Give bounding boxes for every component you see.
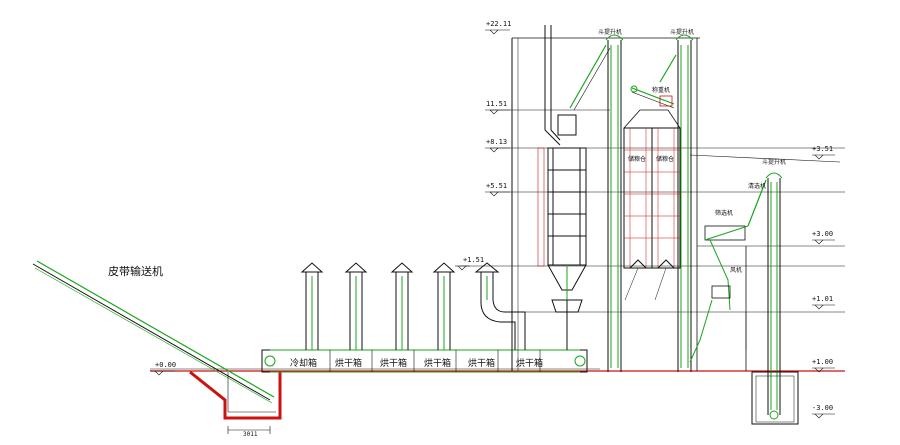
dryer-label-4: 烘干箱 — [468, 357, 495, 369]
elevator-3-label: 斗提升机 — [762, 158, 786, 166]
elev-right-4: +1.00 — [812, 358, 833, 366]
conveyor-label: 皮带输送机 — [108, 264, 163, 278]
elevator-2-label: 斗提升机 — [670, 28, 694, 36]
feeding-pit — [189, 370, 282, 434]
bin-a-label: 储粮仓 — [628, 155, 646, 163]
elev-right-3: +1.01 — [812, 295, 833, 303]
dryer-box-row — [261, 349, 588, 373]
top-conveyor — [630, 85, 675, 109]
elev-1: 11.51 — [486, 100, 507, 108]
elev-ground: +0.00 — [155, 361, 176, 369]
dryer-label-1: 烘干箱 — [335, 357, 362, 369]
elev-4: +1.51 — [463, 256, 484, 264]
exhaust-stacks — [300, 262, 526, 350]
pit-dimension: 3011 — [243, 431, 258, 438]
fan-label: 风机 — [730, 266, 742, 274]
bucket-elevator-3 — [747, 172, 799, 425]
dryer-label-5: 烘干箱 — [516, 357, 543, 369]
dryer-tower — [537, 25, 587, 350]
cleaner-label: 清选机 — [748, 182, 766, 190]
dryer-label-2: 烘干箱 — [380, 357, 407, 369]
elev-right-5: -3.00 — [812, 404, 833, 412]
cooler-label: 冷却箱 — [290, 357, 317, 369]
elevation-markers — [150, 29, 835, 419]
elev-right-2: +3.00 — [812, 230, 833, 238]
elev-top: +22.11 — [486, 20, 511, 28]
elev-2: +8.13 — [486, 138, 507, 146]
elevator-1-label: 斗提升机 — [598, 28, 622, 36]
bucket-elevator-1 — [569, 34, 624, 372]
belt-conveyor — [32, 260, 275, 404]
dryer-label-3: 烘干箱 — [424, 357, 451, 369]
elev-right-1: +3.51 — [812, 145, 833, 153]
cleaning-machines — [689, 225, 749, 363]
storage-bins — [623, 109, 681, 301]
elev-3: +5.51 — [486, 182, 507, 190]
screen-label: 筛选机 — [715, 209, 733, 217]
bin-b-label: 储粮仓 — [656, 155, 674, 163]
scale-label: 称重机 — [652, 86, 670, 94]
bucket-elevator-2 — [659, 34, 694, 372]
